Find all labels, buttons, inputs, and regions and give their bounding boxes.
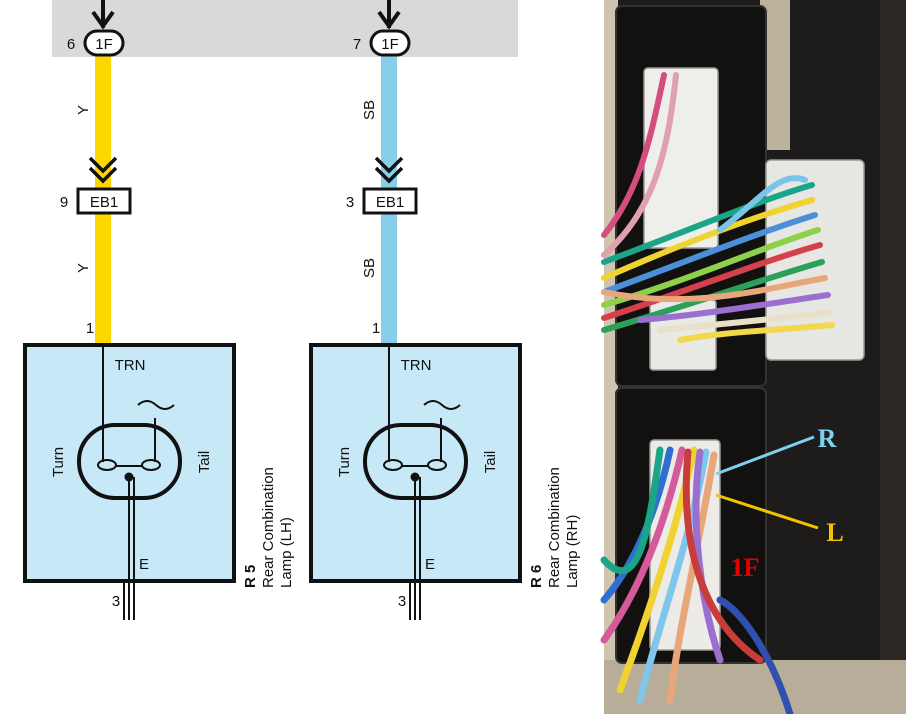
photo-callout-line-L <box>715 493 819 530</box>
right-filament-icon <box>383 459 447 471</box>
left-wire-color-lower: Y <box>75 263 92 273</box>
left-lamp-pin: 1 <box>86 320 94 337</box>
right-top-connector <box>369 29 411 57</box>
photo-callout-line-R <box>715 435 815 476</box>
right-lamp-name-line2: Lamp (RH) <box>564 515 581 588</box>
photo-wire-bundle-lower <box>600 446 794 714</box>
connector-photo: R L 1F <box>600 0 906 714</box>
photo-label-R: R <box>818 424 837 453</box>
left-top-connector-name: 1F <box>95 36 113 53</box>
right-down-arrow-icon <box>377 0 401 30</box>
right-circuit: 1F 7 SB EB1 3 SB 1 TRN Turn <box>309 0 581 620</box>
left-mid-connector <box>76 187 132 215</box>
photo-label-1F: 1F <box>731 553 760 582</box>
left-filament-icon <box>97 459 161 471</box>
right-mid-connector-name: EB1 <box>376 194 404 211</box>
left-lamp-name-line2: Lamp (LH) <box>278 517 295 588</box>
left-mid-connector-name: EB1 <box>90 194 118 211</box>
left-bulb-icon <box>77 423 182 500</box>
left-lamp-trn-label: TRN <box>115 357 146 374</box>
left-lamp-tail-label: Tail <box>196 451 213 474</box>
left-down-arrow-icon <box>91 0 115 30</box>
left-top-connector <box>83 29 125 57</box>
left-lamp-ground-label: E <box>139 556 149 573</box>
right-top-connector-name: 1F <box>381 36 399 53</box>
photo-beige-trim-bottom <box>604 660 906 714</box>
left-ground-junction <box>124 472 134 482</box>
right-lamp-ground-label: E <box>425 556 435 573</box>
left-wire-color-upper: Y <box>75 105 92 115</box>
photo-beige-trim-left <box>604 0 618 714</box>
left-lamp-name-line1: Rear Combination <box>260 467 277 588</box>
right-bulb-icon <box>363 423 468 500</box>
left-mid-connector-pin: 9 <box>60 194 68 211</box>
left-lamp-turn-label: Turn <box>50 447 67 477</box>
right-inline-chevron-icon <box>374 156 404 184</box>
left-ground-pin: 3 <box>112 593 120 610</box>
right-lamp-pin: 1 <box>372 320 380 337</box>
right-wire-color-lower: SB <box>361 258 378 278</box>
right-wire-color-upper: SB <box>361 100 378 120</box>
source-header-band <box>52 0 518 57</box>
right-lamp-code: R 6 <box>528 565 545 588</box>
right-lamp-tail-label: Tail <box>482 451 499 474</box>
left-top-connector-pin: 6 <box>67 36 75 53</box>
right-top-connector-pin: 7 <box>353 36 361 53</box>
photo-wire-bundle-upper <box>601 72 835 343</box>
right-lamp-turn-label: Turn <box>336 447 353 477</box>
photo-label-L: L <box>826 518 843 547</box>
right-mid-connector-pin: 3 <box>346 194 354 211</box>
left-lamp-code: R 5 <box>242 565 259 588</box>
right-lamp-trn-label: TRN <box>401 357 432 374</box>
left-circuit: 1F 6 Y EB1 9 Y 1 TRN <box>23 0 295 620</box>
right-lamp-name-line1: Rear Combination <box>546 467 563 588</box>
right-ground-pin: 3 <box>398 593 406 610</box>
right-ground-junction <box>410 472 420 482</box>
photo-beige-trim-right <box>880 0 906 714</box>
left-inline-chevron-icon <box>88 156 118 184</box>
right-mid-connector <box>362 187 418 215</box>
